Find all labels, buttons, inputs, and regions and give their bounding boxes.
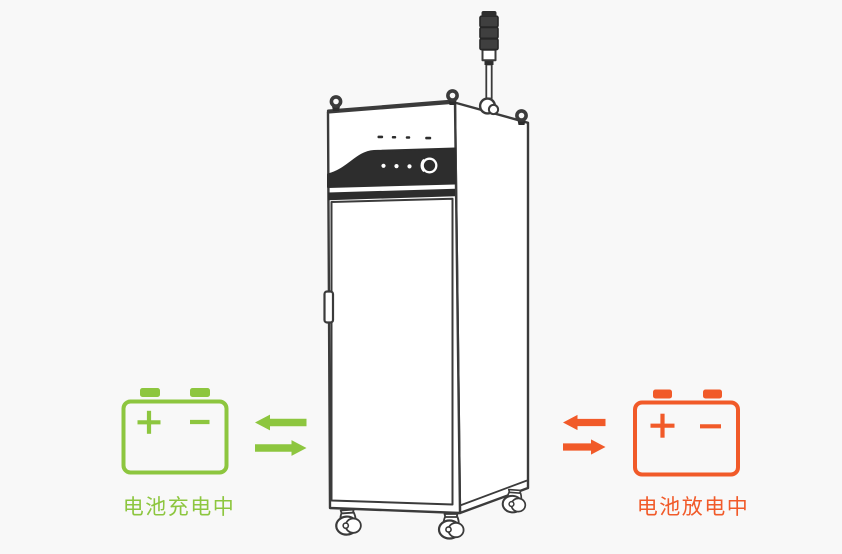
signal-tower-icon: [478, 11, 500, 116]
indicator-dot: [407, 164, 412, 169]
charging-label: 电池充电中: [122, 495, 236, 519]
plus-symbol: [137, 410, 161, 434]
panel-label-marks: [377, 135, 432, 140]
indicator-dot: [381, 163, 386, 168]
tower-connector: [481, 48, 497, 62]
battery-terminal: [653, 389, 672, 399]
cabinet-side-face: [453, 101, 530, 515]
tower-light-segment: [479, 37, 499, 51]
battery-terminal: [190, 388, 210, 397]
power-button-icon: [420, 157, 438, 174]
cabinet: [323, 11, 530, 540]
battery-terminal: [703, 389, 722, 399]
battery-terminal: [140, 388, 160, 397]
eye-bolt-icon: [515, 109, 528, 127]
charging-battery-icon: [121, 388, 229, 475]
door-handle: [323, 290, 335, 324]
battery-body: [121, 399, 229, 475]
trim-band: [328, 188, 455, 201]
plus-symbol: [650, 413, 675, 438]
panel-label-mark: [391, 136, 397, 139]
indicator-dot: [394, 164, 399, 169]
tower-light-segment: [479, 15, 499, 28]
base-lip-line: [459, 479, 528, 507]
arrow-right-icon: [255, 440, 307, 456]
indicator-dots: [381, 163, 412, 169]
panel-label-mark: [405, 136, 411, 139]
tower-light-segment: [479, 26, 499, 40]
charging-arrows-icon: [255, 414, 307, 456]
arrow-left-icon: [563, 414, 606, 431]
panel-label-mark: [377, 135, 384, 139]
discharging-battery-icon: [633, 389, 740, 477]
tower-pole: [485, 63, 493, 100]
tower-cap: [481, 11, 497, 17]
caster-wheel-icon: [437, 512, 465, 540]
control-panel-strip: [327, 147, 456, 188]
panel-label-mark: [425, 136, 432, 140]
arrow-right-icon: [563, 439, 606, 455]
eye-bolt-icon: [329, 95, 343, 113]
discharging-arrows-icon: [563, 414, 606, 455]
battery-body: [633, 400, 740, 477]
eye-bolt-icon: [446, 89, 459, 107]
cabinet-door: [330, 197, 454, 506]
discharging-label: 电池放电中: [636, 495, 750, 519]
caster-wheel-icon: [334, 508, 363, 537]
tower-neck: [484, 60, 494, 65]
tower-mount-ball-small: [487, 103, 500, 116]
arrow-left-icon: [255, 414, 307, 431]
